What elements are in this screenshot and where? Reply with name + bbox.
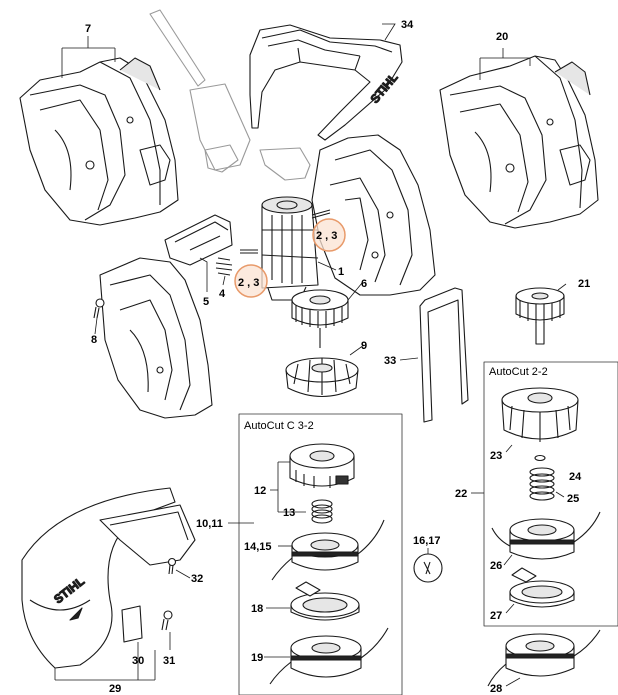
autocut-22-box: [483, 361, 618, 627]
screws-part-2-3: [240, 209, 331, 254]
housing-half-7: [19, 57, 179, 226]
screw-part-32: [167, 557, 177, 575]
callout-4: 4: [219, 288, 226, 300]
callout-25: 25: [567, 493, 579, 505]
spring-part-25: [529, 467, 555, 501]
callout-2-3-a: 2 , 3: [316, 230, 337, 242]
callout-1: 1: [338, 266, 344, 278]
callout-19: 19: [251, 652, 263, 664]
callout-2-3-b: 2 , 3: [238, 277, 259, 289]
callout-23: 23: [490, 450, 502, 462]
motor-part: [261, 196, 319, 301]
spool-part-26: [491, 511, 601, 560]
callout-33: 33: [384, 355, 396, 367]
autocut-c32-box: [238, 413, 403, 695]
callout-9: 9: [361, 340, 367, 352]
highlight-markers: [234, 218, 346, 298]
callout-5: 5: [203, 296, 209, 308]
spool-part-14-15: [271, 519, 385, 581]
callout-21: 21: [578, 278, 590, 290]
spool-cap-part-12: [289, 443, 355, 488]
callout-10-11: 10,11: [196, 518, 223, 530]
switch-part-5: [164, 214, 233, 266]
cap-part-23: [501, 387, 579, 442]
shaft-assembly-faded: [149, 9, 311, 181]
callout-18: 18: [251, 603, 263, 615]
callout-13: 13: [283, 507, 295, 519]
callout-31: 31: [163, 655, 175, 667]
wire-bracket-part-33: [419, 287, 469, 423]
housing-center-right: [311, 134, 436, 296]
callout-14-15: 14,15: [244, 541, 272, 553]
flange-part-9: [285, 357, 359, 397]
gear-part-6: [291, 289, 349, 348]
callout-7: 7: [85, 23, 91, 35]
housing-half-20: [439, 55, 599, 229]
spool-head-part-28: [487, 629, 601, 687]
spring-part-4: [215, 257, 233, 276]
deflector-guard-part-29: STIHL: [21, 487, 196, 669]
highlight-circle-b: [234, 264, 268, 298]
callout-27: 27: [490, 610, 502, 622]
screw-part-31: [161, 610, 173, 631]
callout-24: 24: [569, 471, 582, 483]
callout-29: 29: [109, 683, 121, 695]
highlight-circle-a: [312, 218, 346, 252]
plate-part-30: [121, 605, 143, 643]
callout-26: 26: [490, 560, 502, 572]
callout-32: 32: [191, 573, 203, 585]
spring-part-13: [311, 499, 333, 524]
callout-34: 34: [401, 19, 414, 31]
housing-half-mid-left: [99, 257, 213, 419]
autocut-22-title: AutoCut 2-2: [489, 366, 548, 378]
callout-16-17: 16,17: [413, 535, 441, 547]
callout-labels: 34 7 20 1 2 , 3 2 , 3 4 5 6 8 9 21 33 Au…: [85, 19, 590, 695]
cover-ring-part-27: [509, 567, 575, 608]
screw-part-8: [93, 298, 105, 319]
callout-12: 12: [254, 485, 266, 497]
callout-22: 22: [455, 488, 467, 500]
spool-head-part-19: [269, 627, 389, 685]
gear-part-21: [515, 287, 565, 345]
safety-glasses-part: STIHL: [249, 24, 403, 141]
cover-ring-part-18: [290, 581, 360, 621]
leader-lines: [54, 23, 567, 687]
small-part-24: [534, 454, 546, 462]
autocut-c32-title: AutoCut C 3-2: [244, 420, 314, 432]
callout-8: 8: [91, 334, 97, 346]
callout-20: 20: [496, 31, 508, 43]
callout-30: 30: [132, 655, 144, 667]
callout-28: 28: [490, 683, 502, 695]
line-cutter-part-16-17: [413, 553, 443, 583]
callout-6: 6: [361, 278, 367, 290]
